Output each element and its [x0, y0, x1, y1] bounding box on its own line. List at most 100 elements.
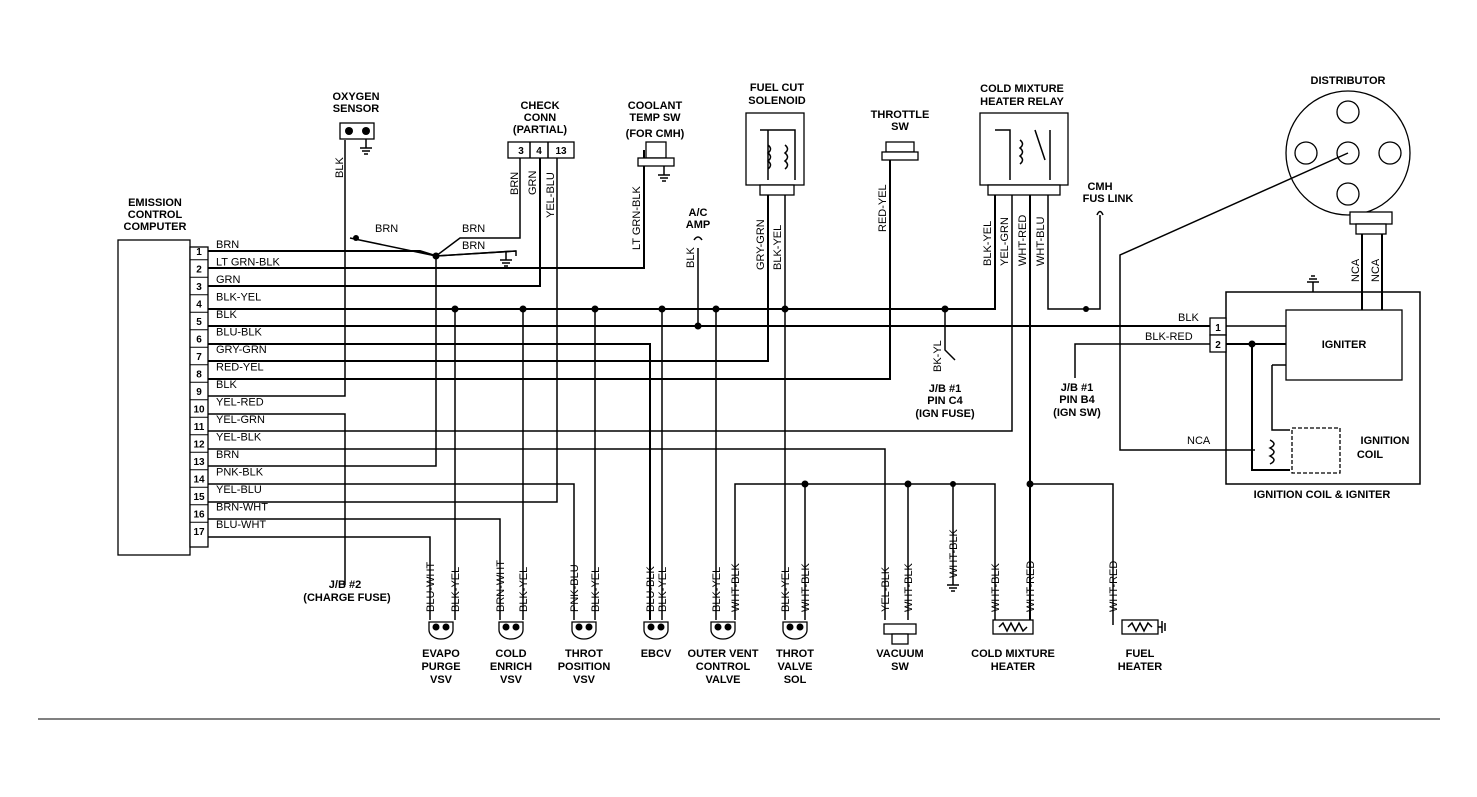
pin-number: 5 [196, 317, 202, 328]
coil-label-2: COIL [1357, 449, 1384, 461]
fcs-connector [759, 184, 795, 196]
ac-label-1: A/C [689, 207, 708, 219]
wire-label: BLK-YEL [780, 567, 792, 612]
component-label: VALVE [777, 661, 812, 673]
ign-pin: 1 [1215, 323, 1221, 334]
jb1b4-3: (IGN SW) [1053, 407, 1101, 419]
terminal [512, 623, 520, 631]
dist-terminal [1336, 100, 1360, 124]
pin-number: 16 [193, 510, 205, 521]
pin-wire-label: YEL-GRN [216, 414, 265, 426]
wire-label: RED-YEL [877, 184, 889, 232]
wire-label: BLK-YEL [711, 567, 723, 612]
dist-connector [1349, 211, 1393, 225]
cts-body [645, 141, 667, 159]
pin-wire-label: BRN-WHT [216, 502, 268, 514]
rel-label-2: HEATER RELAY [980, 96, 1064, 108]
wire-label: BLK-YEL [590, 567, 602, 612]
fcs-coil [760, 129, 796, 180]
dist-connector2 [1355, 223, 1387, 235]
vsv-body [571, 621, 597, 640]
pin-number: 14 [193, 475, 205, 486]
igniter-box [1285, 309, 1403, 381]
pin-wire-label: PNK-BLK [216, 467, 264, 479]
terminal [502, 623, 510, 631]
wht-blk-bus [734, 480, 996, 620]
component-label: SW [891, 661, 909, 673]
ground-icon [360, 139, 372, 155]
component-label: COLD MIXTURE [971, 648, 1055, 660]
harness-lines [208, 140, 1210, 620]
wire-pin9 [208, 140, 346, 397]
coil-label-1: IGNITION [1361, 435, 1410, 447]
fcs-label-2: SOLENOID [748, 95, 806, 107]
o2-label-1: OXYGEN [332, 91, 379, 103]
pin-number: 12 [193, 440, 205, 451]
component-label: FUEL [1126, 648, 1155, 660]
dist-terminal [1294, 141, 1318, 165]
wire-pin16 [208, 518, 501, 620]
pin-wire-label: BLK [216, 379, 237, 391]
component-label: VSV [573, 674, 596, 686]
terminal [796, 623, 804, 631]
check-connector: CHECK CONN (PARTIAL) 3 4 13 BRN GRN YEL-… [507, 100, 575, 218]
pin-wire-label: BRN [216, 449, 239, 461]
connector-mark [693, 236, 703, 241]
wire-pin14 [208, 483, 575, 620]
pin-number: 2 [196, 265, 202, 276]
pin-number: 3 [196, 282, 202, 293]
computer-title-3: COMPUTER [124, 221, 187, 233]
ts-body [885, 141, 915, 153]
vsv-body [782, 621, 808, 640]
vsv-body [643, 621, 669, 640]
wire-wht-blu-fuslink [1047, 195, 1101, 310]
brn-to-check [435, 158, 521, 257]
jb1b4-1: J/B #1 [1061, 382, 1093, 394]
computer-connector [189, 246, 209, 548]
ground-icon [1158, 621, 1166, 633]
wire-label: NCA [1370, 258, 1382, 282]
chk-pin: 4 [536, 146, 542, 157]
component-label: SOL [784, 674, 807, 686]
label-blk: BLK [1178, 312, 1199, 324]
component-label: HEATER [991, 661, 1035, 673]
wire-label: WHT-BLU [1035, 216, 1047, 266]
component-label: CONTROL [696, 661, 751, 673]
fcs-coil2 [783, 144, 789, 170]
cts-label-3: (FOR CMH) [626, 128, 685, 140]
wire-label: BLK [685, 247, 697, 268]
jb1c4-2: PIN C4 [927, 395, 963, 407]
wire-label: PNK-BLU [569, 564, 581, 612]
terminal [724, 623, 732, 631]
pin-wire-label: BLU-WHT [216, 519, 266, 531]
cmh-label-2: FUS LINK [1083, 193, 1134, 205]
ground-icon [500, 251, 512, 267]
label-brn-c: BRN [462, 240, 485, 252]
bus-drops [454, 195, 956, 620]
cold-mixture-heater-relay: COLD MIXTURE HEATER RELAY BLK-YEL YEL-GR… [979, 83, 1069, 266]
label-blk-red: BLK-RED [1145, 331, 1193, 343]
wire-label: BLK-YEL [772, 225, 784, 270]
fcs-label-1: FUEL CUT [750, 82, 804, 94]
igniter-label: IGNITER [1322, 339, 1367, 351]
wire-pin1 [208, 250, 437, 257]
dist-terminal [1336, 182, 1360, 206]
pin-wire-label: GRY-GRN [216, 344, 267, 356]
terminal [786, 623, 794, 631]
component-label: OUTER VENT [688, 648, 759, 660]
vsv-body [710, 621, 736, 640]
pin-number: 8 [196, 370, 202, 381]
pin-wire-label: BLU-BLK [216, 327, 263, 339]
bkyl-wire [944, 309, 956, 361]
wire-label: YEL-BLU [545, 172, 557, 218]
component-label: VSV [500, 674, 523, 686]
terminal [442, 623, 450, 631]
cts-label-1: COOLANT [628, 100, 683, 112]
terminal [432, 623, 440, 631]
